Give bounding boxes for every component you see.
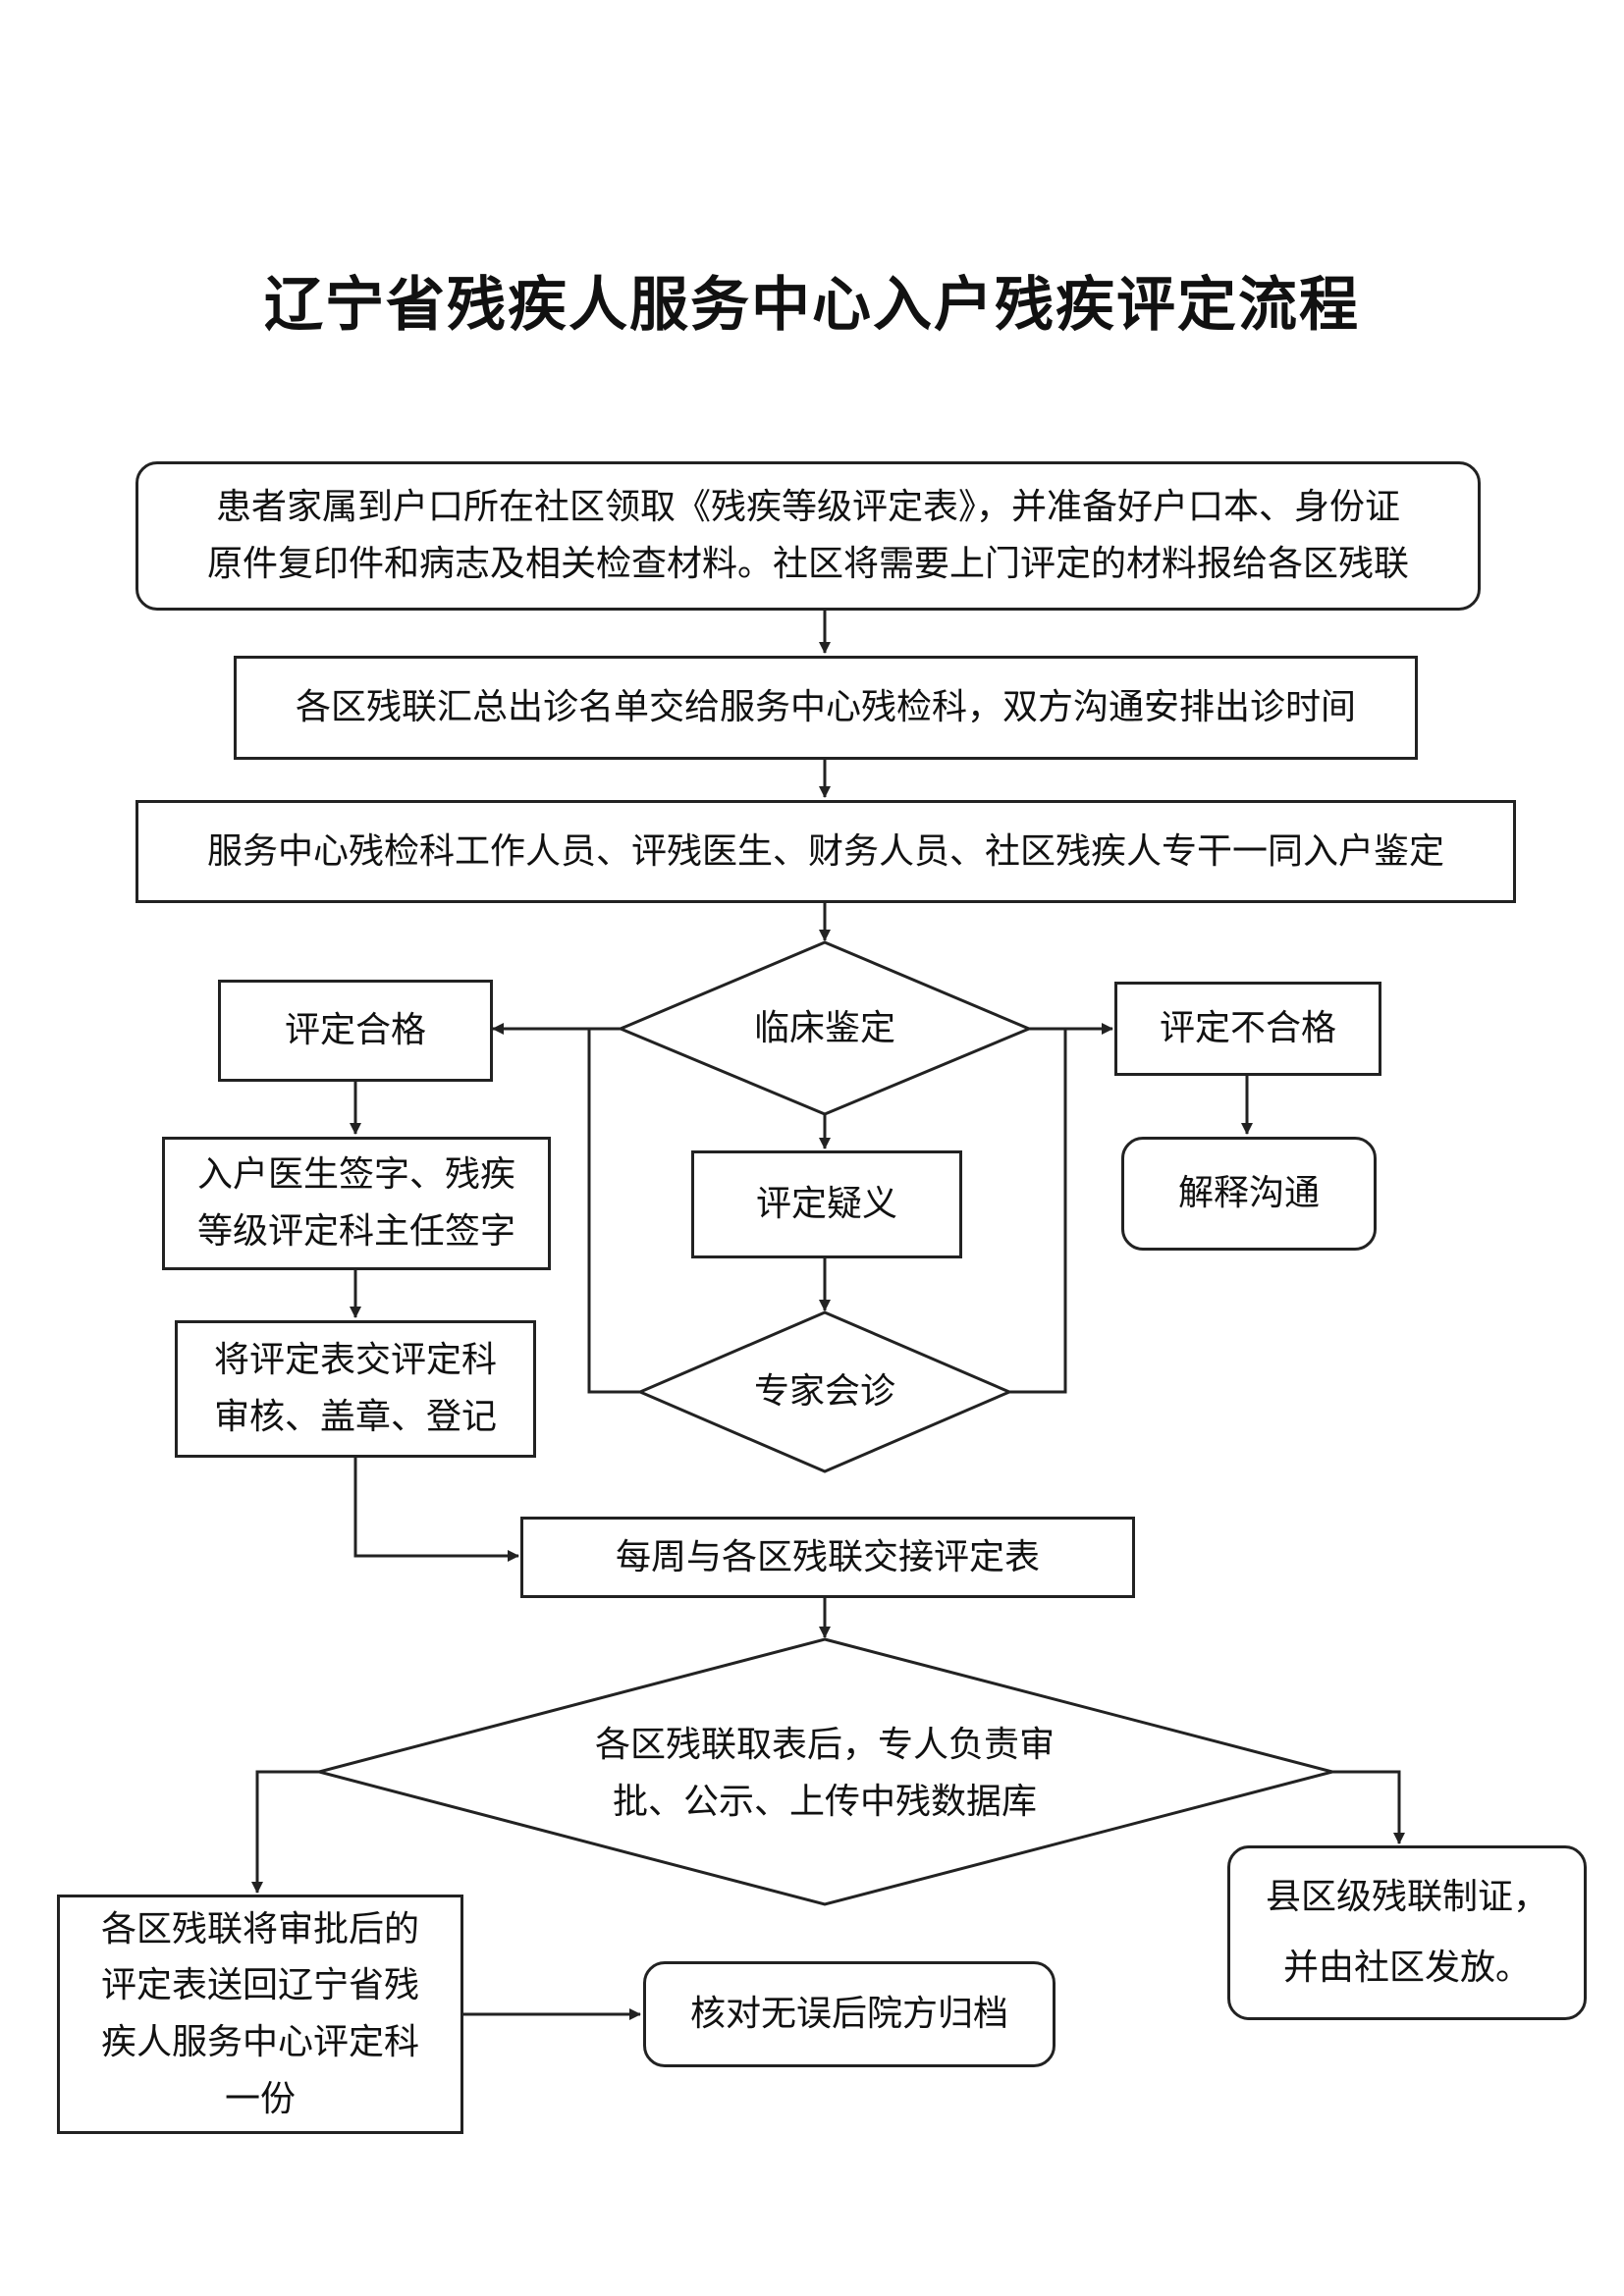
diamond-approve <box>313 1637 1338 1906</box>
loop-left <box>587 1029 640 1394</box>
node-certificate: 县区级残联制证， 并由社区发放。 <box>1227 1845 1587 2020</box>
approve-label-line-1: 各区残联取表后，专人负责审 <box>594 1725 1055 1766</box>
clinical-label: 临床鉴定 <box>753 1008 895 1049</box>
node-explain: 解释沟通 <box>1121 1137 1377 1251</box>
node-submit-line-2: 审核、盖章、登记 <box>213 1397 497 1437</box>
node-return-form-line-2: 评定表送回辽宁省残 <box>100 1965 419 2006</box>
arrow-approve-return <box>251 1770 319 1894</box>
node-sign: 入户医生签字、残疾 等级评定科主任签字 <box>162 1137 551 1270</box>
step-home-visit: 服务中心残检科工作人员、评残医生、财务人员、社区残疾人专干一同入户鉴定 <box>135 800 1516 903</box>
node-return-form-line-3: 疾人服务中心评定科 <box>100 2022 419 2062</box>
node-certificate-line-2: 并由社区发放。 <box>1282 1948 1531 1988</box>
arrow-approve-certificate <box>1332 1770 1405 1844</box>
node-submit-line-1: 将评定表交评定科 <box>213 1340 497 1381</box>
node-return-form-line-4: 一份 <box>224 2078 296 2119</box>
node-explain-text: 解释沟通 <box>1177 1173 1320 1214</box>
diamond-expert <box>636 1310 1013 1473</box>
arrow-submit-weekly <box>353 1456 519 1562</box>
step-summarize-list: 各区残联汇总出诊名单交给服务中心残检科，双方沟通安排出诊时间 <box>234 656 1418 760</box>
step-home-visit-text: 服务中心残检科工作人员、评残医生、财务人员、社区残疾人专干一同入户鉴定 <box>206 830 1444 872</box>
expert-label: 专家会诊 <box>753 1371 895 1413</box>
node-archive-text: 核对无误后院方归档 <box>689 1994 1008 2035</box>
step-collect-form-line-1: 患者家属到户口所在社区领取《残疾等级评定表》，并准备好户口本、身份证 <box>215 487 1400 528</box>
step-collect-form-line-2: 原件复印件和病志及相关检查材料。社区将需要上门评定的材料报给各区残联 <box>206 544 1409 584</box>
node-certificate-line-1: 县区级残联制证， <box>1265 1877 1548 1918</box>
node-unqualified: 评定不合格 <box>1114 982 1381 1076</box>
node-weekly-handover: 每周与各区残联交接评定表 <box>520 1517 1135 1598</box>
step-collect-form: 患者家属到户口所在社区领取《残疾等级评定表》，并准备好户口本、身份证 原件复印件… <box>135 461 1481 611</box>
page-title: 辽宁省残疾人服务中心入户残疾评定流程 <box>264 271 1360 340</box>
node-unqualified-text: 评定不合格 <box>1159 1008 1336 1049</box>
approve-label-line-2: 批、公示、上传中残数据库 <box>612 1782 1037 1822</box>
node-return-form: 各区残联将审批后的 评定表送回辽宁省残 疾人服务中心评定科 一份 <box>57 1895 463 2134</box>
node-return-form-line-1: 各区残联将审批后的 <box>100 1908 419 1949</box>
step-summarize-list-text: 各区残联汇总出诊名单交给服务中心残检科，双方沟通安排出诊时间 <box>295 687 1356 728</box>
node-qualified: 评定合格 <box>218 980 493 1082</box>
diamond-clinical <box>617 940 1033 1116</box>
loop-right <box>1009 1029 1067 1394</box>
node-sign-line-1: 入户医生签字、残疾 <box>196 1154 515 1196</box>
node-submit: 将评定表交评定科 审核、盖章、登记 <box>175 1320 536 1458</box>
node-doubt-text: 评定疑义 <box>755 1184 897 1225</box>
approve-label: 各区残联取表后，专人负责审 批、公示、上传中残数据库 <box>530 1710 1119 1838</box>
node-sign-line-2: 等级评定科主任签字 <box>196 1211 515 1252</box>
node-doubt: 评定疑义 <box>691 1150 962 1258</box>
node-archive: 核对无误后院方归档 <box>643 1961 1056 2067</box>
node-qualified-text: 评定合格 <box>284 1010 426 1051</box>
node-weekly-handover-text: 每周与各区残联交接评定表 <box>615 1536 1040 1577</box>
